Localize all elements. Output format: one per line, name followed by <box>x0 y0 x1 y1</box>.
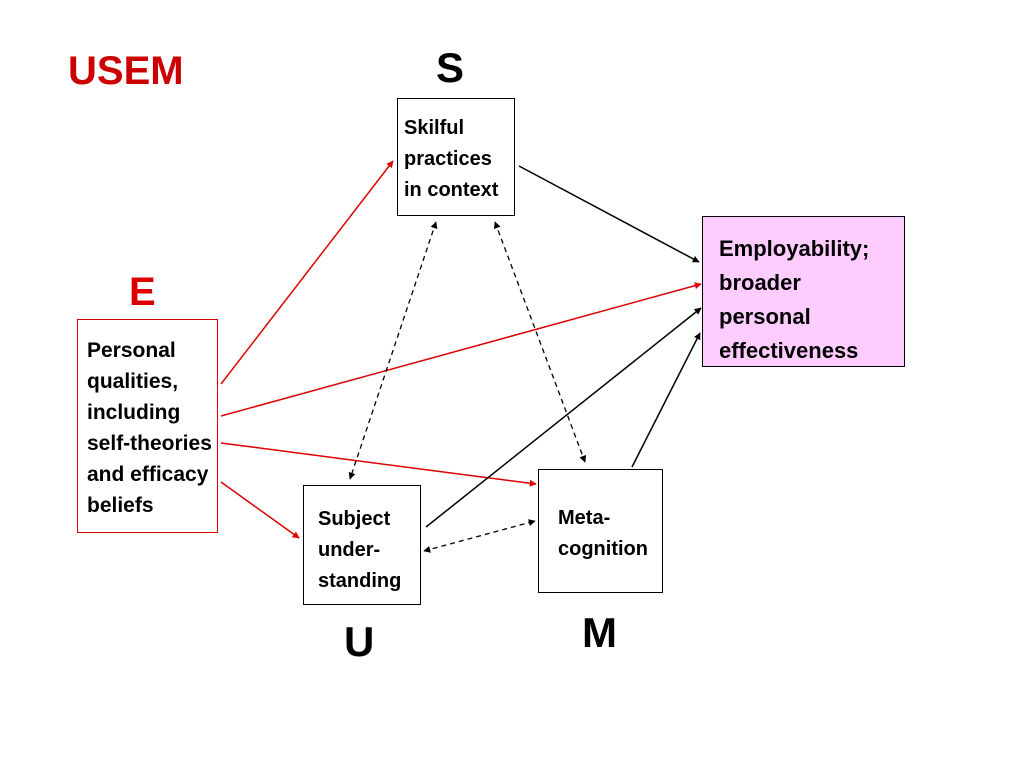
meta-line-2: cognition <box>558 538 648 560</box>
personal-line-6: beliefs <box>87 494 154 517</box>
arrow-personal-to-subject <box>220 481 300 539</box>
personal-line-1: Personal <box>87 339 176 362</box>
skilful-line-2: practices <box>404 148 492 170</box>
dashed-arrow-subject-metacognition <box>423 519 536 553</box>
personal-line-3: including <box>87 401 181 424</box>
employability-line-2: broader <box>719 270 801 295</box>
employability-line-1: Employability; <box>719 236 870 261</box>
personal-qualities-box: Personal qualities, including self-theor… <box>77 319 218 533</box>
employability-line-4: effectiveness <box>719 338 859 363</box>
letter-e: E <box>129 270 156 314</box>
employability-box: Employability; broader personal effectiv… <box>702 216 905 367</box>
personal-line-5: and efficacy <box>87 463 209 486</box>
subject-line-3: standing <box>318 570 402 592</box>
dashed-arrow-skilful-metacognition <box>493 221 587 463</box>
subject-line-1: Subject <box>318 508 391 530</box>
slide-title: USEM <box>68 49 184 93</box>
skilful-line-3: in context <box>404 179 499 201</box>
arrow-personal-to-employability <box>220 282 702 417</box>
letter-s: S <box>436 44 465 91</box>
meta-line-1: Meta- <box>558 507 611 529</box>
subject-line-2: under- <box>318 539 381 561</box>
personal-line-4: self-theories <box>87 432 212 455</box>
arrow-skilful-to-employability <box>518 165 700 263</box>
employability-line-3: personal <box>719 304 811 329</box>
letter-m: M <box>582 609 617 656</box>
skilful-practices-box: Skilful practices in context <box>397 98 515 216</box>
arrow-personal-to-skilful <box>220 160 394 385</box>
personal-line-2: qualities, <box>87 370 179 393</box>
metacognition-box: Meta- cognition <box>538 469 663 593</box>
letter-u: U <box>344 618 375 665</box>
arrow-personal-to-metacognition <box>220 442 537 487</box>
dashed-arrow-skilful-subject <box>348 221 438 480</box>
skilful-line-1: Skilful <box>404 117 465 139</box>
arrow-metacognition-to-employability <box>631 332 701 468</box>
subject-understanding-box: Subject under- standing <box>303 485 421 605</box>
